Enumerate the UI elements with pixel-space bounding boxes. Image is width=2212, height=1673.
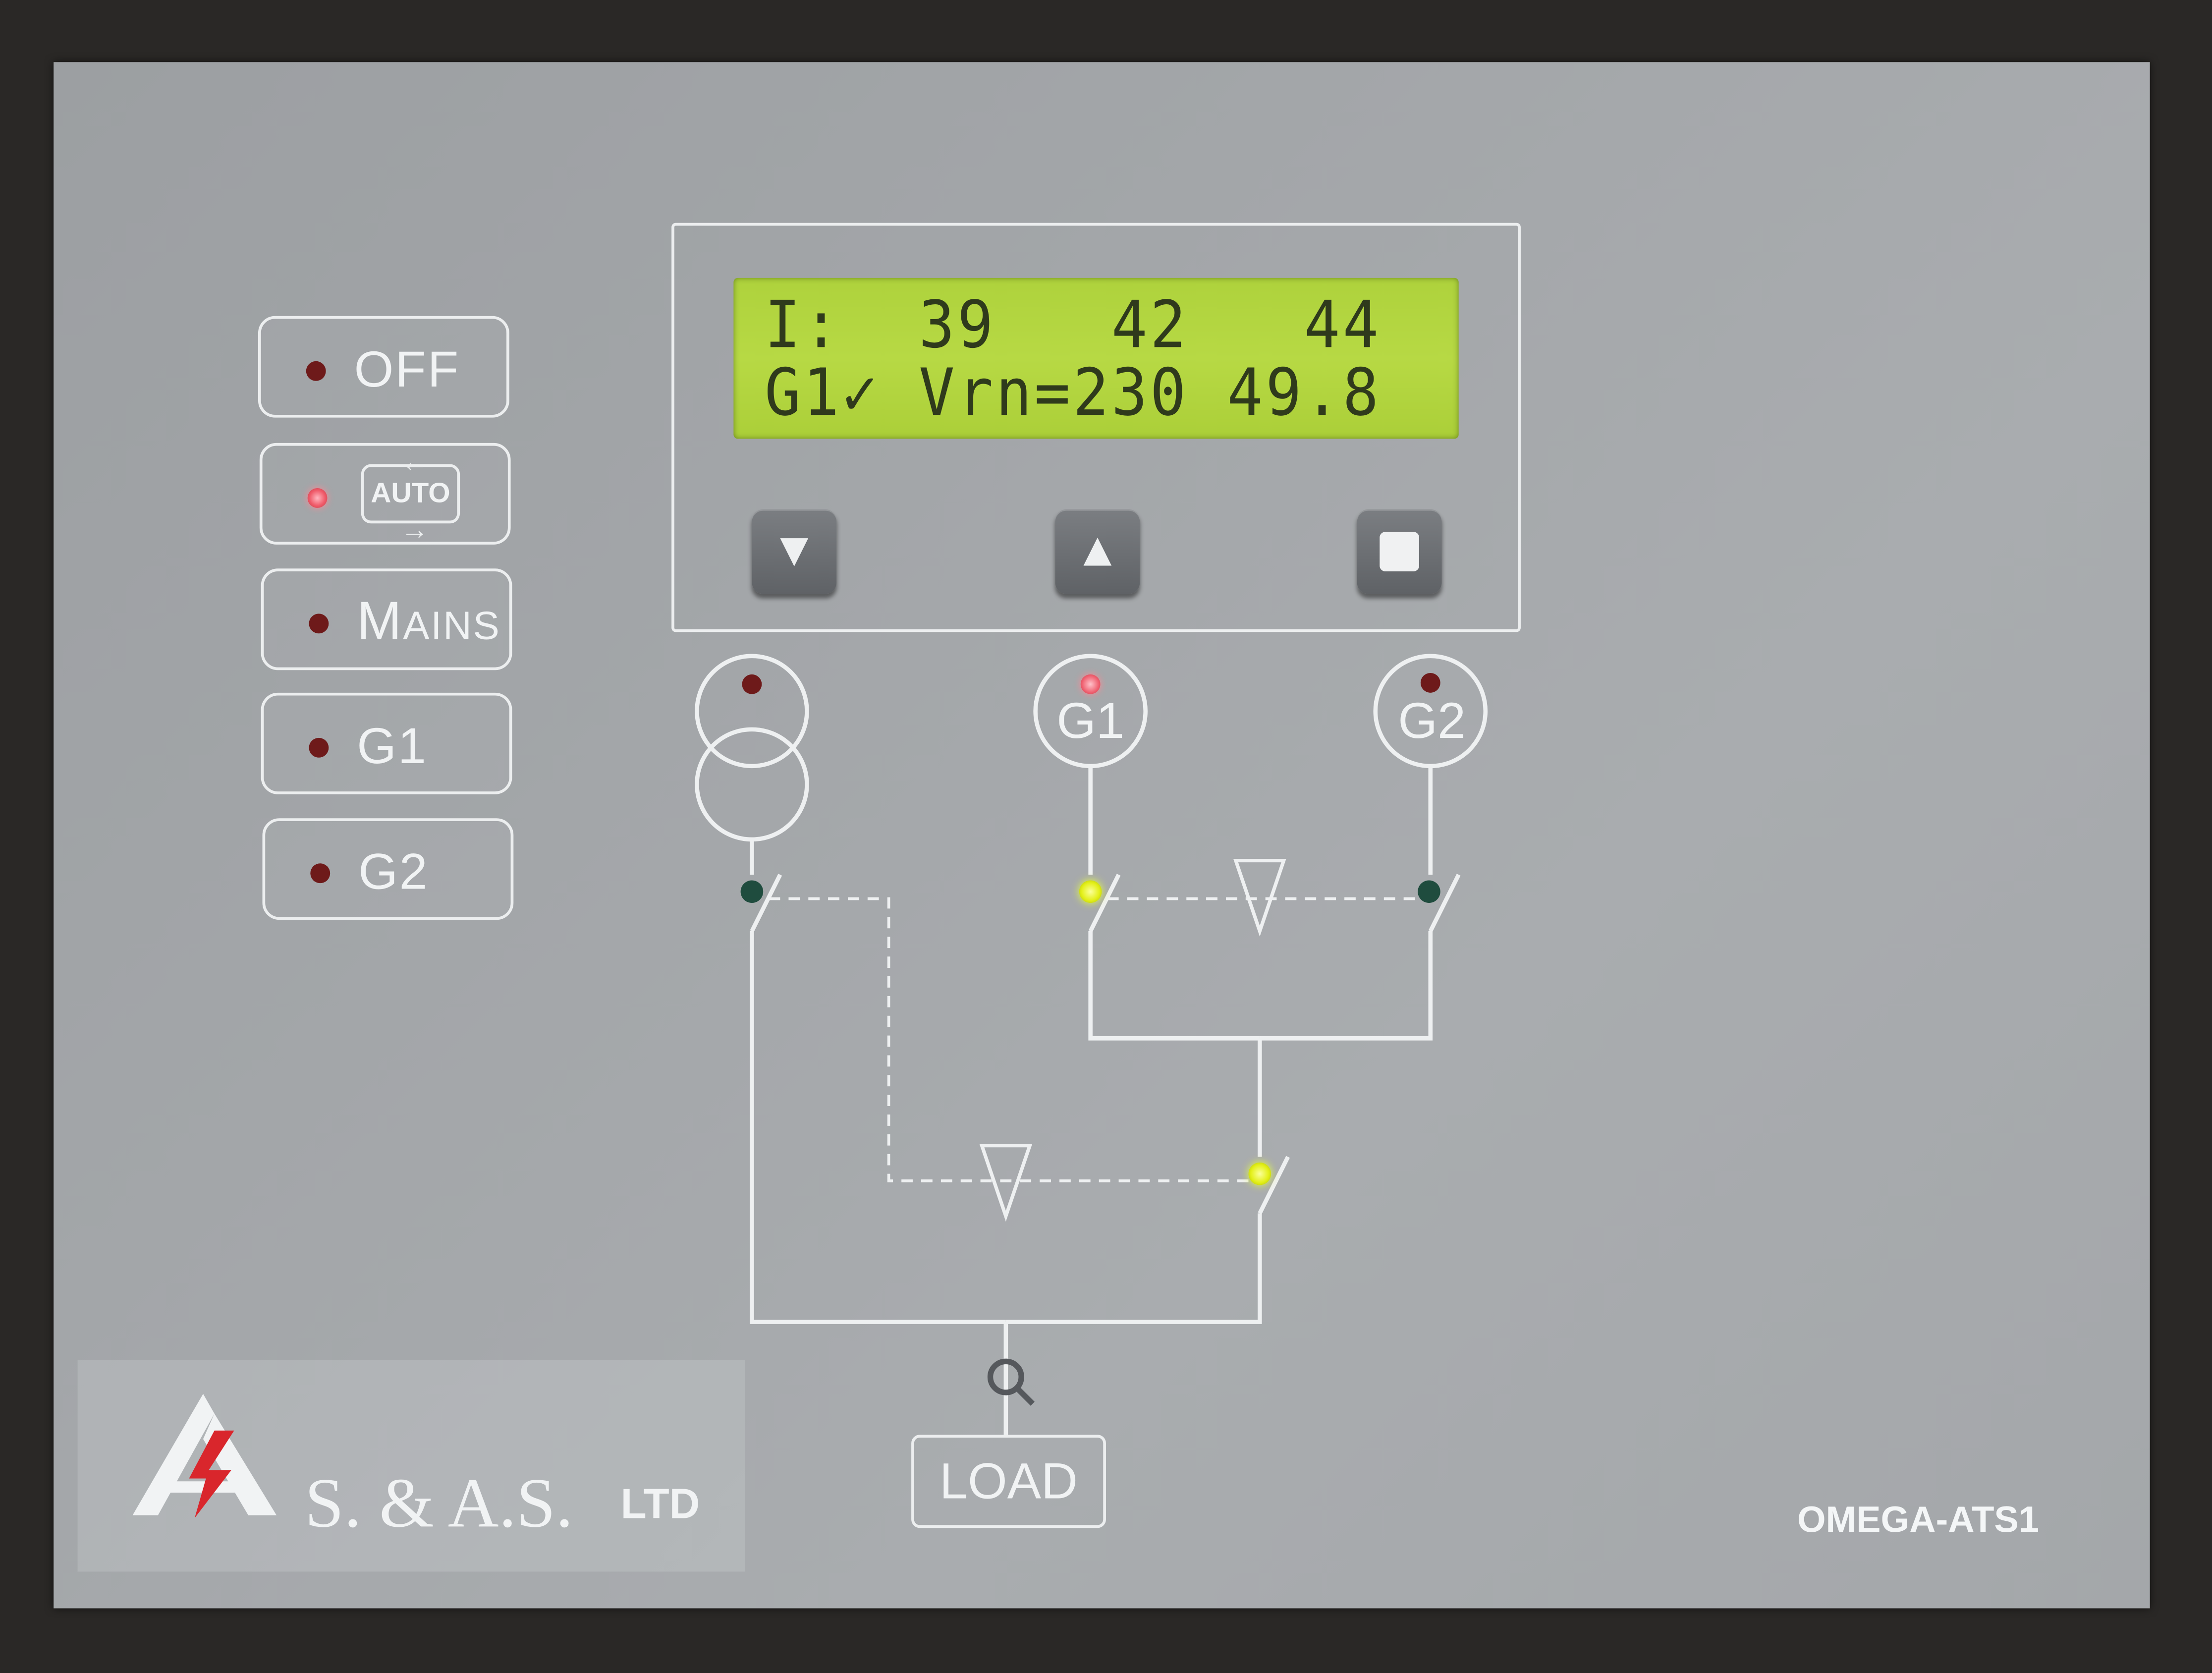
interlock-triangle-upper <box>1233 859 1286 937</box>
gen-bus-switch-indicator <box>1248 1162 1272 1185</box>
company-name: S. & A.S. <box>304 1463 573 1542</box>
mains-led <box>309 613 329 634</box>
mains-switch-blade <box>750 874 782 932</box>
g2-led <box>310 863 331 884</box>
off-button-label: OFF <box>354 340 460 398</box>
auto-button-label: AUTO <box>361 464 460 524</box>
display-frame <box>671 223 1521 632</box>
interlock-mains-gen <box>769 897 1249 1182</box>
g2-source-indicator <box>1420 672 1440 693</box>
off-led <box>306 361 326 381</box>
g2-switch-blade <box>1428 874 1461 932</box>
g1-led <box>309 737 329 758</box>
g1-source-label: G1 <box>1056 691 1125 749</box>
g1-source-indicator <box>1080 674 1101 694</box>
mains-button[interactable]: MAINS <box>261 568 512 670</box>
stop-square-icon <box>1380 532 1419 571</box>
g2-generator-circle <box>1373 654 1488 769</box>
up-arrow-icon: ▲ <box>1073 523 1121 577</box>
lcd-line-2: G1✓ Vrn=230 49.8 <box>765 354 1382 431</box>
g2-feeder-line <box>1260 767 1433 1041</box>
down-arrow-icon: ▼ <box>770 523 818 577</box>
mains-source-indicator <box>742 674 762 694</box>
transformer-coil-top <box>695 654 809 769</box>
up-button[interactable]: ▲ <box>1055 509 1140 594</box>
g1-feeder-line <box>1088 767 1260 1041</box>
g1-switch-indicator <box>1079 880 1102 903</box>
model-label: OMEGA-ATS1 <box>1797 1498 2039 1541</box>
logo-panel <box>77 1360 745 1572</box>
gen-bus-switch-blade <box>1258 1156 1290 1215</box>
off-button[interactable]: OFF <box>258 316 509 418</box>
down-button[interactable]: ▼ <box>752 509 837 594</box>
mains-switch-indicator <box>740 880 764 903</box>
auto-button[interactable]: ← AUTO → <box>259 443 511 546</box>
g1-switch-blade <box>1088 874 1121 932</box>
lcd-display: I: 39 42 44 G1✓ Vrn=230 49.8 <box>733 278 1459 439</box>
g2-source-label: G2 <box>1398 691 1466 749</box>
g1-button[interactable]: G1 <box>261 692 512 794</box>
g1-button-label: G1 <box>357 717 428 775</box>
g2-button[interactable]: G2 <box>262 818 514 920</box>
load-sensor-icon <box>987 1358 1035 1406</box>
gen-bus-line <box>1005 1038 1262 1324</box>
stop-button[interactable] <box>1357 509 1442 594</box>
auto-arrow-right-icon: → <box>400 515 429 546</box>
auto-arrow-left-icon: ← <box>400 447 429 479</box>
company-logo-icon <box>132 1394 276 1518</box>
g2-switch-indicator <box>1418 880 1440 903</box>
mains-feeder-line <box>750 840 1006 1324</box>
transformer-coil-bottom <box>695 727 809 842</box>
load-label: LOAD <box>911 1435 1106 1528</box>
interlock-triangle-lower <box>979 1144 1033 1222</box>
company-suffix: LTD <box>620 1481 700 1528</box>
lcd-line-1: I: 39 42 44 <box>765 286 1382 363</box>
mains-button-label: MAINS <box>357 592 501 652</box>
g1-generator-circle <box>1033 654 1148 769</box>
g2-button-label: G2 <box>358 842 429 900</box>
auto-led <box>307 488 328 508</box>
